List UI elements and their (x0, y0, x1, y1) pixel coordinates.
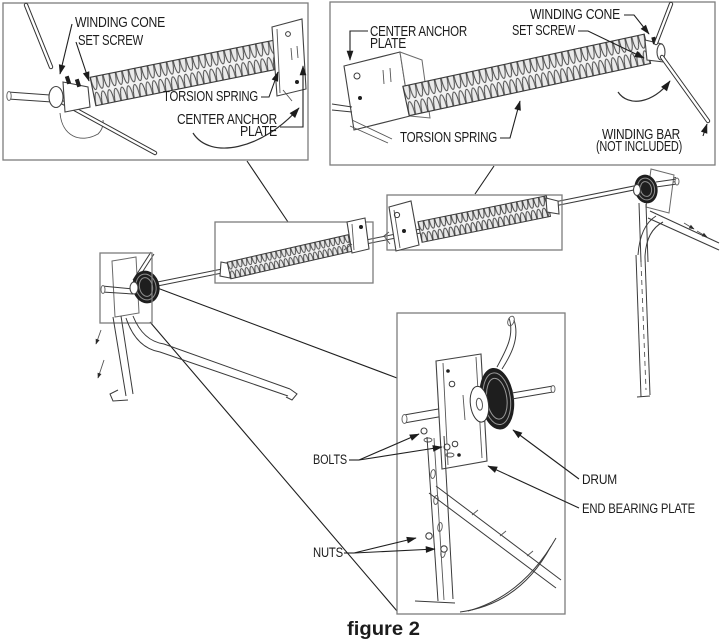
inset-bottom-border (396, 312, 566, 615)
figure-caption: figure 2 (347, 619, 420, 640)
right-spring-callout (383, 194, 563, 252)
label-winding-cone: WINDING CONE (75, 14, 165, 31)
center-anchor-leader-right (346, 30, 368, 61)
inset-top-left: WINDING CONE SET SCREW TORSION SPRING CE… (2, 2, 309, 161)
winding-cone-leader (58, 23, 73, 75)
nuts-leader-2 (353, 546, 436, 554)
end-bearing-plate-leader (487, 465, 580, 509)
zoom-line-lower (149, 321, 398, 612)
winding-bar-upper (23, 2, 54, 70)
leader-topleft-inset (246, 160, 289, 223)
winding-bar-upper-right (653, 1, 674, 46)
bolts-leader-1 (358, 433, 420, 461)
winding-bar-drawing (659, 54, 711, 124)
left-track (95, 315, 298, 402)
torsion-spring-drawing-right-inset (402, 33, 652, 117)
track-angle-bracket (414, 435, 456, 604)
label-center-anchor-plate: PLATE (240, 123, 277, 140)
winding-cone-leader-right (624, 14, 650, 35)
left-drum-callout-box (99, 252, 153, 324)
right-center-anchor-plate (383, 200, 420, 252)
label-bolts: BOLTS (313, 452, 347, 467)
label-center-anchor-right: CENTER ANCHOR (370, 23, 467, 40)
label-torsion-spring-right: TORSION SPRING (400, 129, 497, 146)
inset-bottom: BOLTS NUTS DRUM END BEARING PLATE (313, 312, 695, 615)
label-set-screw: SET SCREW (78, 32, 144, 49)
middle-torsion-spring (226, 234, 353, 280)
label-torsion-spring: TORSION SPRING (163, 88, 258, 105)
left-drum (132, 270, 160, 304)
rotation-arrow (192, 107, 300, 149)
inset-top-right-border (329, 1, 716, 166)
bolts-drawing (420, 427, 455, 458)
torsion-spring-leader (261, 71, 279, 98)
middle-center-anchor-plate (343, 217, 370, 254)
inset-horizontal-track (428, 485, 562, 613)
label-winding-bar-note: (NOT INCLUDED) (596, 138, 682, 155)
right-track (635, 210, 720, 398)
center-anchor-plate-drawing (271, 18, 307, 102)
nuts-leader-1 (353, 536, 417, 554)
label-center-anchor-plate-right: PLATE (370, 35, 406, 52)
center-anchor-plate-leader (280, 65, 307, 128)
label-drum: DRUM (582, 472, 617, 487)
middle-spring-box (214, 221, 374, 284)
right-torsion-spring (417, 195, 552, 243)
shaft-stub-right (511, 385, 556, 400)
drum-drawing (469, 367, 515, 430)
main-assembly (95, 160, 720, 612)
label-winding-cone-right: WINDING CONE (530, 6, 620, 23)
drum-leader (512, 429, 580, 480)
right-drum-assembly (632, 168, 680, 263)
cone-bracket-hook (59, 112, 104, 139)
label-nuts: NUTS (313, 545, 343, 560)
lift-cable (496, 315, 517, 370)
leader-topright-inset (474, 165, 495, 195)
inset-top-right: CENTER ANCHOR PLATE WINDING CONE SET SCR… (329, 1, 716, 166)
label-winding-bar: WINDING BAR (602, 126, 680, 143)
middle-spring-callout (214, 217, 374, 284)
right-spring-cone (545, 197, 560, 215)
set-screw-leader-right (578, 30, 645, 59)
winding-bar-leader (700, 123, 708, 137)
torsion-spring-leader-right (500, 100, 521, 139)
label-end-bearing-plate: END BEARING PLATE (582, 501, 695, 516)
label-set-screw-right: SET SCREW (512, 22, 576, 39)
nuts-drawing (425, 532, 448, 553)
right-spring-box (386, 194, 563, 251)
set-screw-leader (75, 41, 90, 82)
left-drum-assembly (99, 251, 160, 324)
bolts-leader-2 (358, 445, 443, 461)
winding-cone-drawing (48, 75, 91, 113)
inset-top-left-border (2, 2, 309, 161)
label-center-anchor: CENTER ANCHOR (177, 111, 277, 128)
rotation-arrow-right (617, 80, 671, 102)
zoom-line-upper (151, 285, 398, 379)
